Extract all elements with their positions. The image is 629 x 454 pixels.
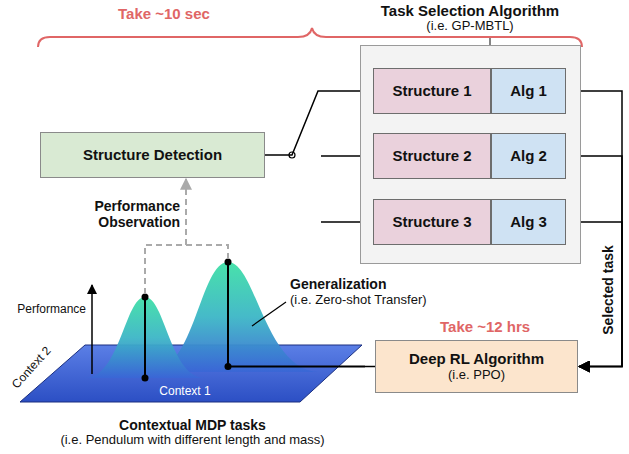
measure-line — [144, 297, 146, 378]
structure-box: Structure 1 — [373, 68, 491, 114]
task-pointer — [228, 366, 365, 368]
node-title: Alg 3 — [510, 213, 547, 230]
algorithm-panel: Task Selection Algorithm(i.e. GP-MBTL) St… — [345, 2, 595, 264]
structure-box: Structure 2 — [373, 133, 491, 179]
node-title: Structure Detection — [83, 146, 222, 163]
process-box: Deep RL Algorithm(i.e. PPO) — [375, 340, 578, 393]
annotation: (i.e. Zero-shot Transfer) — [290, 293, 427, 308]
dot — [225, 259, 232, 266]
algorithm-box: Alg 2 — [491, 133, 566, 179]
node-subtitle: (i.e. GP-MBTL) — [426, 19, 513, 34]
axis-label: Context 1 — [159, 385, 210, 399]
node-title: Structure 1 — [392, 82, 471, 99]
flow-connector — [265, 91, 373, 155]
observation-bracket — [145, 245, 228, 294]
node-subtitle: (i.e. PPO) — [448, 368, 505, 383]
node-title: Contextual MDP tasks — [119, 417, 266, 433]
node-title: Structure 2 — [392, 147, 471, 164]
edge-label: Performance Observation — [80, 198, 180, 230]
dot — [142, 375, 149, 382]
performance-peak — [85, 297, 205, 378]
measure-line — [227, 262, 229, 367]
structure-box: Structure 3 — [373, 199, 491, 245]
axis-arrow — [91, 285, 93, 374]
time-note: Take ~10 sec — [118, 5, 210, 22]
axis-label: Performance — [17, 303, 86, 317]
time-note: Take ~12 hrs — [440, 318, 530, 335]
node-title: Alg 1 — [510, 82, 547, 99]
node-title: Alg 2 — [510, 147, 547, 164]
algorithm-box: Alg 1 — [491, 68, 566, 114]
dot — [225, 363, 232, 370]
leader-line — [252, 302, 286, 326]
node-subtitle: (i.e. Pendulum with different length and… — [60, 433, 324, 448]
node-title: Task Selection Algorithm — [381, 2, 559, 19]
dot — [142, 294, 149, 301]
process-box: Structure Detection — [40, 132, 265, 178]
annotation: Selected task — [600, 245, 616, 335]
flow-connector — [365, 366, 375, 368]
node-title: Deep RL Algorithm — [409, 350, 544, 367]
annotation: Generalization — [290, 276, 386, 292]
observation-arrow — [185, 179, 187, 245]
node-title: Structure 3 — [392, 213, 471, 230]
axis-label: Context 2 — [10, 344, 55, 391]
algorithm-box: Alg 3 — [491, 199, 566, 245]
